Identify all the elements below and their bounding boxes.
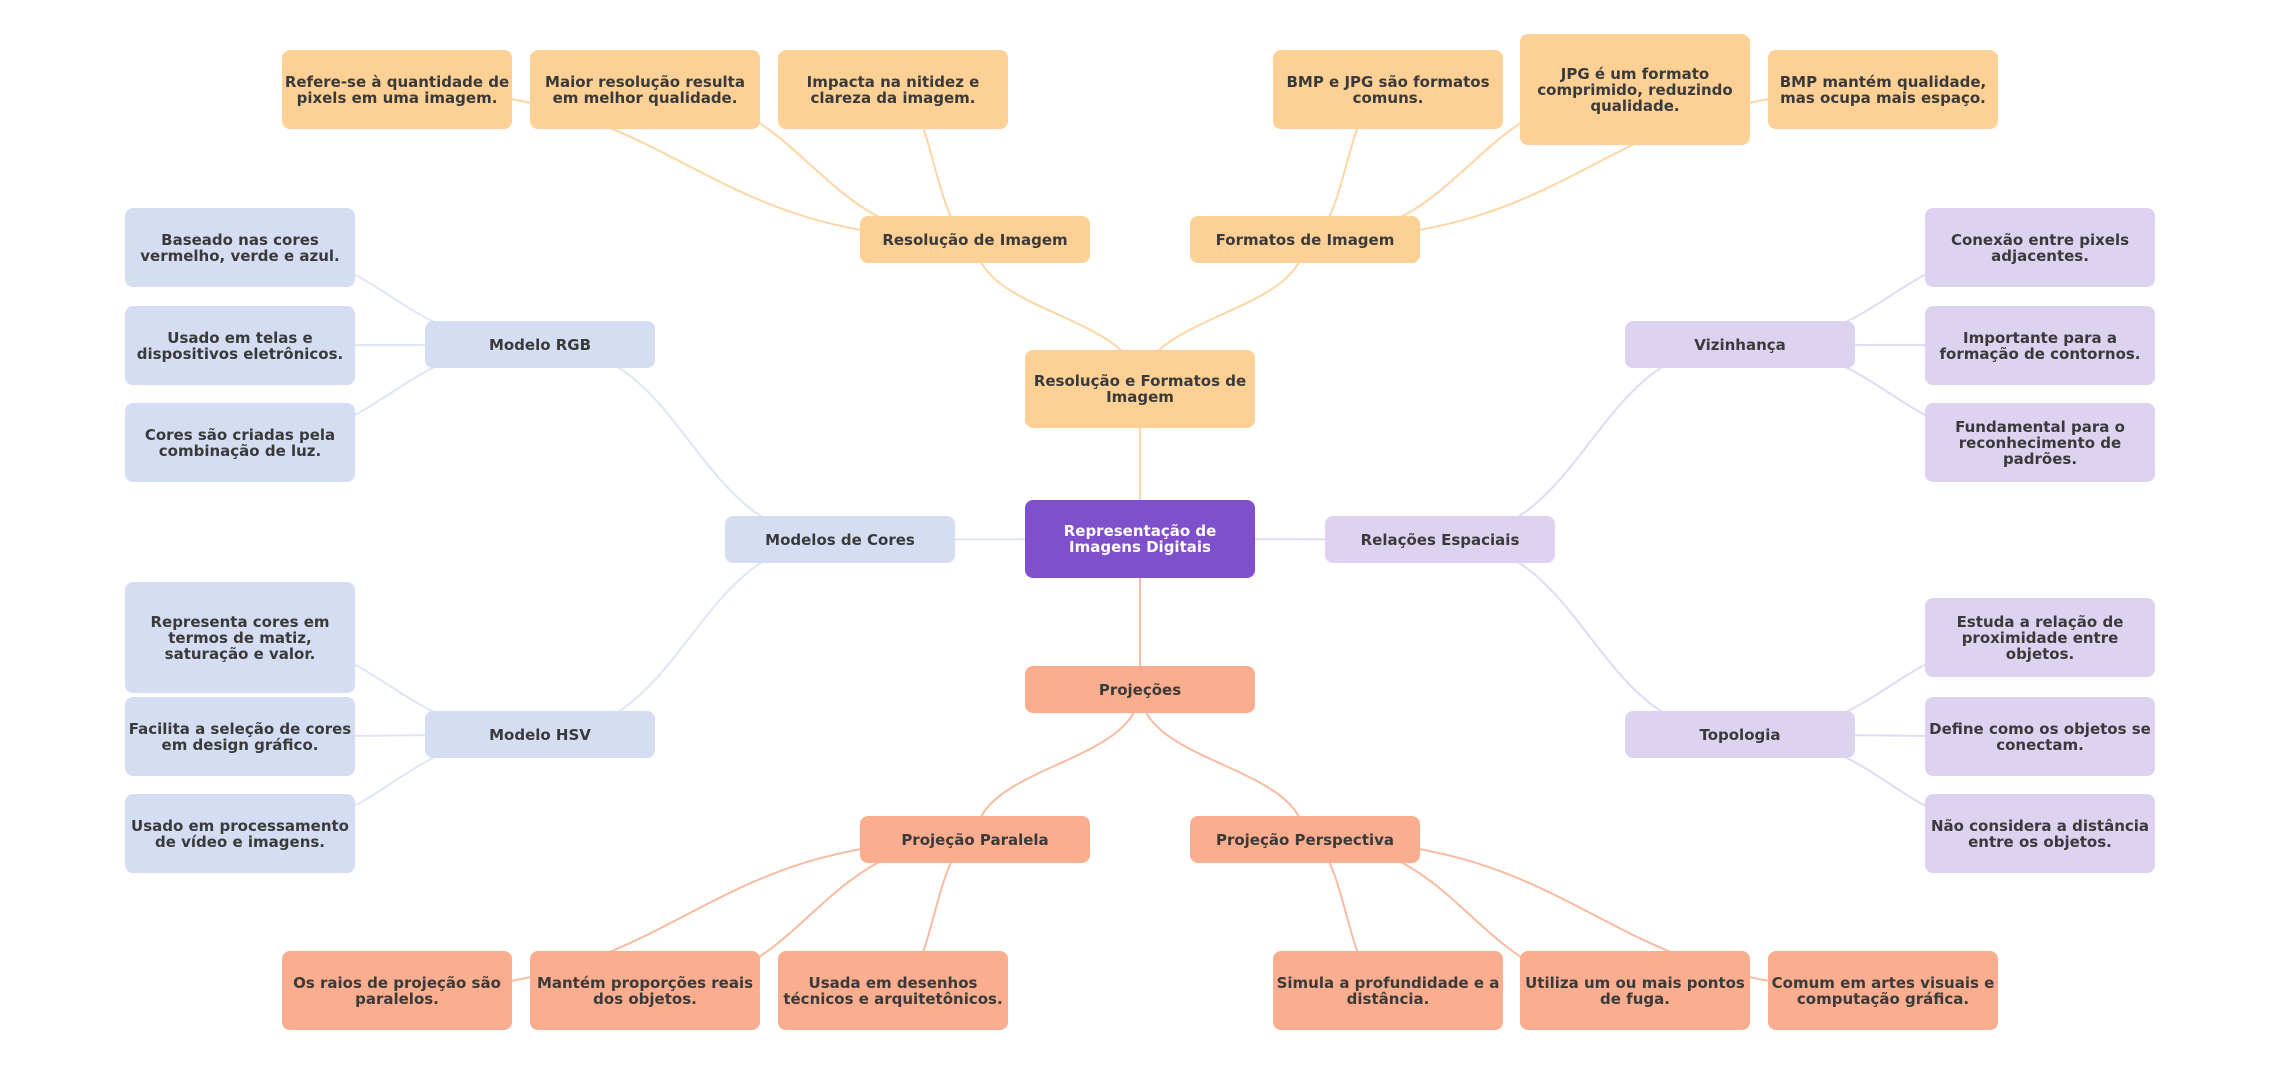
leaf-label: Fundamental para o reconhecimento de pad… — [1955, 417, 2125, 468]
leaf-node[interactable]: BMP mantém qualidade, mas ocupa mais esp… — [1768, 50, 1998, 129]
leaf-node[interactable]: Define como os objetos se conectam. — [1925, 697, 2155, 776]
leaf-label: Comum em artes visuais e computação gráf… — [1771, 973, 1995, 1008]
subtopic-node-projecao-paralela[interactable]: Projeção Paralela — [860, 816, 1090, 863]
leaf-node[interactable]: Maior resolução resulta em melhor qualid… — [530, 50, 760, 129]
connector-branch-subtopic — [1439, 538, 1741, 736]
leaf-node[interactable]: Usado em telas e dispositivos eletrônico… — [125, 306, 355, 385]
subtopic-node-topologia[interactable]: Topologia — [1625, 711, 1855, 758]
leaf-node[interactable]: Baseado nas cores vermelho, verde e azul… — [125, 208, 355, 287]
subtopic-node-modelo-rgb[interactable]: Modelo RGB — [425, 321, 655, 368]
connector-branch-subtopic — [974, 689, 1141, 840]
connector-branch-subtopic — [539, 343, 841, 541]
leaf-label: Usado em telas e dispositivos eletrônico… — [136, 328, 344, 363]
branch-label: Modelos de Cores — [765, 530, 915, 549]
leaf-label: BMP e JPG são formatos comuns. — [1286, 72, 1490, 107]
branch-node-relacoes-espaciais[interactable]: Relações Espaciais — [1325, 516, 1555, 563]
leaf-label: Conexão entre pixels adjacentes. — [1950, 230, 2130, 265]
leaf-label: Estuda a relação de proximidade entre ob… — [1956, 612, 2124, 663]
subtopic-node-formatos-de-imagem[interactable]: Formatos de Imagem — [1190, 216, 1420, 263]
leaf-node[interactable]: Conexão entre pixels adjacentes. — [1925, 208, 2155, 287]
leaf-node[interactable]: Não considera a distância entre os objet… — [1925, 794, 2155, 873]
leaf-node[interactable]: Refere-se à quantidade de pixels em uma … — [282, 50, 512, 129]
leaf-node[interactable]: Representa cores em termos de matiz, sat… — [125, 582, 355, 693]
leaf-node[interactable]: Simula a profundidade e a distância. — [1273, 951, 1503, 1030]
branch-node-modelos-de-cores[interactable]: Modelos de Cores — [725, 516, 955, 563]
subtopic-label: Resolução de Imagem — [882, 230, 1068, 249]
leaf-node[interactable]: Os raios de projeção são paralelos. — [282, 951, 512, 1030]
subtopic-label: Projeção Paralela — [901, 830, 1049, 849]
root-node-label: Representação de Imagens Digitais — [1063, 522, 1217, 556]
leaf-label: Simula a profundidade e a distância. — [1276, 973, 1500, 1008]
leaf-label: Facilita a seleção de cores em design gr… — [128, 719, 352, 754]
subtopic-node-projecao-perspectiva[interactable]: Projeção Perspectiva — [1190, 816, 1420, 863]
leaf-node[interactable]: Usado em processamento de vídeo e imagen… — [125, 794, 355, 873]
leaf-node[interactable]: Fundamental para o reconhecimento de pad… — [1925, 403, 2155, 482]
leaf-label: Refere-se à quantidade de pixels em uma … — [284, 72, 510, 107]
branch-node-projecoes[interactable]: Projeções — [1025, 666, 1255, 713]
branch-label: Resolução e Formatos de Imagem — [1033, 372, 1247, 406]
leaf-node[interactable]: JPG é um formato comprimido, reduzindo q… — [1520, 34, 1750, 145]
leaf-label: Importante para a formação de contornos. — [1939, 328, 2141, 363]
leaf-label: Utiliza um ou mais pontos de fuga. — [1525, 973, 1745, 1008]
leaf-label: Usada em desenhos técnicos e arquitetôni… — [783, 973, 1003, 1008]
leaf-label: Mantém proporções reais dos objetos. — [536, 973, 754, 1008]
leaf-label: JPG é um formato comprimido, reduzindo q… — [1537, 64, 1733, 115]
subtopic-label: Formatos de Imagem — [1215, 230, 1395, 249]
leaf-node[interactable]: BMP e JPG são formatos comuns. — [1273, 50, 1503, 129]
subtopic-node-vizinhanca[interactable]: Vizinhança — [1625, 321, 1855, 368]
subtopic-label: Vizinhança — [1694, 335, 1786, 354]
connector-branch-subtopic — [539, 538, 841, 736]
branch-node-resolucao-formatos[interactable]: Resolução e Formatos de Imagem — [1025, 350, 1255, 428]
connector-branch-subtopic — [1139, 689, 1306, 840]
leaf-node[interactable]: Estuda a relação de proximidade entre ob… — [1925, 598, 2155, 677]
leaf-label: Impacta na nitidez e clareza da imagem. — [806, 72, 980, 107]
subtopic-node-modelo-hsv[interactable]: Modelo HSV — [425, 711, 655, 758]
leaf-label: Representa cores em termos de matiz, sat… — [150, 612, 330, 663]
subtopic-label: Modelo RGB — [488, 335, 592, 354]
leaf-label: Não considera a distância entre os objet… — [1930, 816, 2150, 851]
connector-branch-subtopic — [1439, 343, 1741, 541]
leaf-label: BMP mantém qualidade, mas ocupa mais esp… — [1779, 72, 1987, 107]
subtopic-label: Topologia — [1699, 725, 1781, 744]
leaf-node[interactable]: Mantém proporções reais dos objetos. — [530, 951, 760, 1030]
leaf-node[interactable]: Facilita a seleção de cores em design gr… — [125, 697, 355, 776]
leaf-label: Define como os objetos se conectam. — [1929, 719, 2151, 754]
leaf-node[interactable]: Comum em artes visuais e computação gráf… — [1768, 951, 1998, 1030]
leaf-label: Usado em processamento de vídeo e imagen… — [131, 816, 349, 851]
subtopic-label: Projeção Perspectiva — [1215, 830, 1395, 849]
root-node[interactable]: Representação de Imagens Digitais — [1025, 500, 1255, 578]
leaf-label: Os raios de projeção são paralelos. — [293, 973, 501, 1008]
leaf-label: Cores são criadas pela combinação de luz… — [144, 425, 336, 460]
subtopic-node-resolucao-de-imagem[interactable]: Resolução de Imagem — [860, 216, 1090, 263]
leaf-node[interactable]: Importante para a formação de contornos. — [1925, 306, 2155, 385]
leaf-label: Baseado nas cores vermelho, verde e azul… — [140, 230, 340, 265]
leaf-node[interactable]: Utiliza um ou mais pontos de fuga. — [1520, 951, 1750, 1030]
subtopic-label: Modelo HSV — [489, 725, 591, 744]
leaf-node[interactable]: Cores são criadas pela combinação de luz… — [125, 403, 355, 482]
branch-label: Relações Espaciais — [1360, 530, 1520, 549]
branch-label: Projeções — [1098, 680, 1182, 699]
leaf-node[interactable]: Usada em desenhos técnicos e arquitetôni… — [778, 951, 1008, 1030]
leaf-label: Maior resolução resulta em melhor qualid… — [545, 72, 745, 107]
leaf-node[interactable]: Impacta na nitidez e clareza da imagem. — [778, 50, 1008, 129]
